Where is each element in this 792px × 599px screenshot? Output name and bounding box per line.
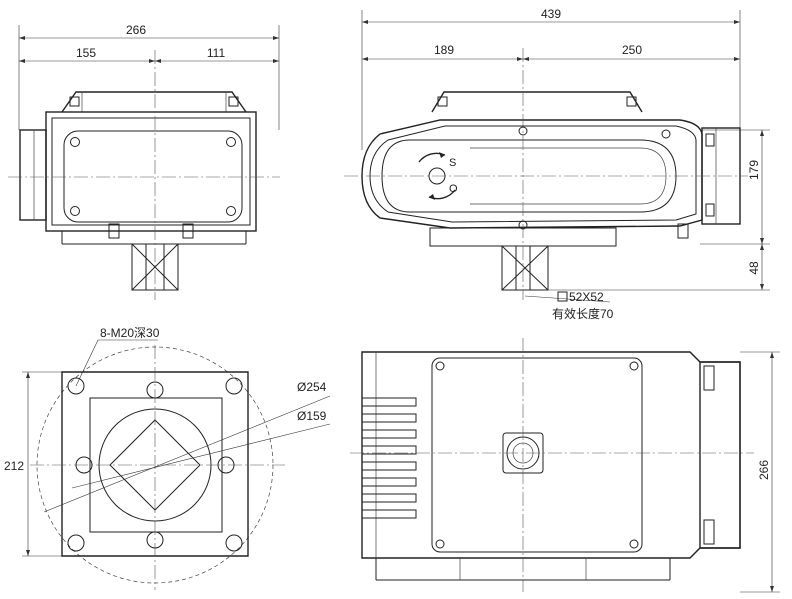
bolt-circle-diameter: Ø159 — [297, 409, 327, 423]
screw-icon — [70, 137, 236, 216]
outer-diameter: Ø254 — [297, 380, 327, 394]
side-left-length: 189 — [434, 43, 454, 57]
side-total-length: 439 — [541, 7, 561, 21]
side-view: 439 189 250 S O — [344, 7, 770, 321]
cooling-fins — [361, 397, 417, 519]
switch-label-s: S — [449, 157, 456, 169]
screw-icon — [518, 126, 671, 230]
side-right-length: 250 — [622, 43, 642, 57]
front-right-width: 111 — [207, 46, 226, 60]
flange-view: 8-M20深30 Ø254 Ø159 212 — [4, 326, 331, 590]
screw-icon — [435, 361, 639, 549]
front-view: 266 155 111 — [8, 23, 280, 300]
flange-height: 212 — [4, 459, 24, 473]
shaft-spec: 52X52 — [569, 290, 604, 304]
front-left-width: 155 — [76, 46, 96, 60]
shaft-height: 48 — [747, 261, 761, 275]
top-width: 266 — [757, 460, 771, 480]
side-height: 179 — [747, 160, 761, 180]
bolt-spec: 8-M20深30 — [100, 326, 160, 340]
effective-length: 有效长度70 — [552, 306, 614, 321]
switch-label-o: O — [449, 183, 458, 195]
top-view: 266 — [350, 338, 780, 593]
front-total-width: 266 — [126, 23, 146, 37]
